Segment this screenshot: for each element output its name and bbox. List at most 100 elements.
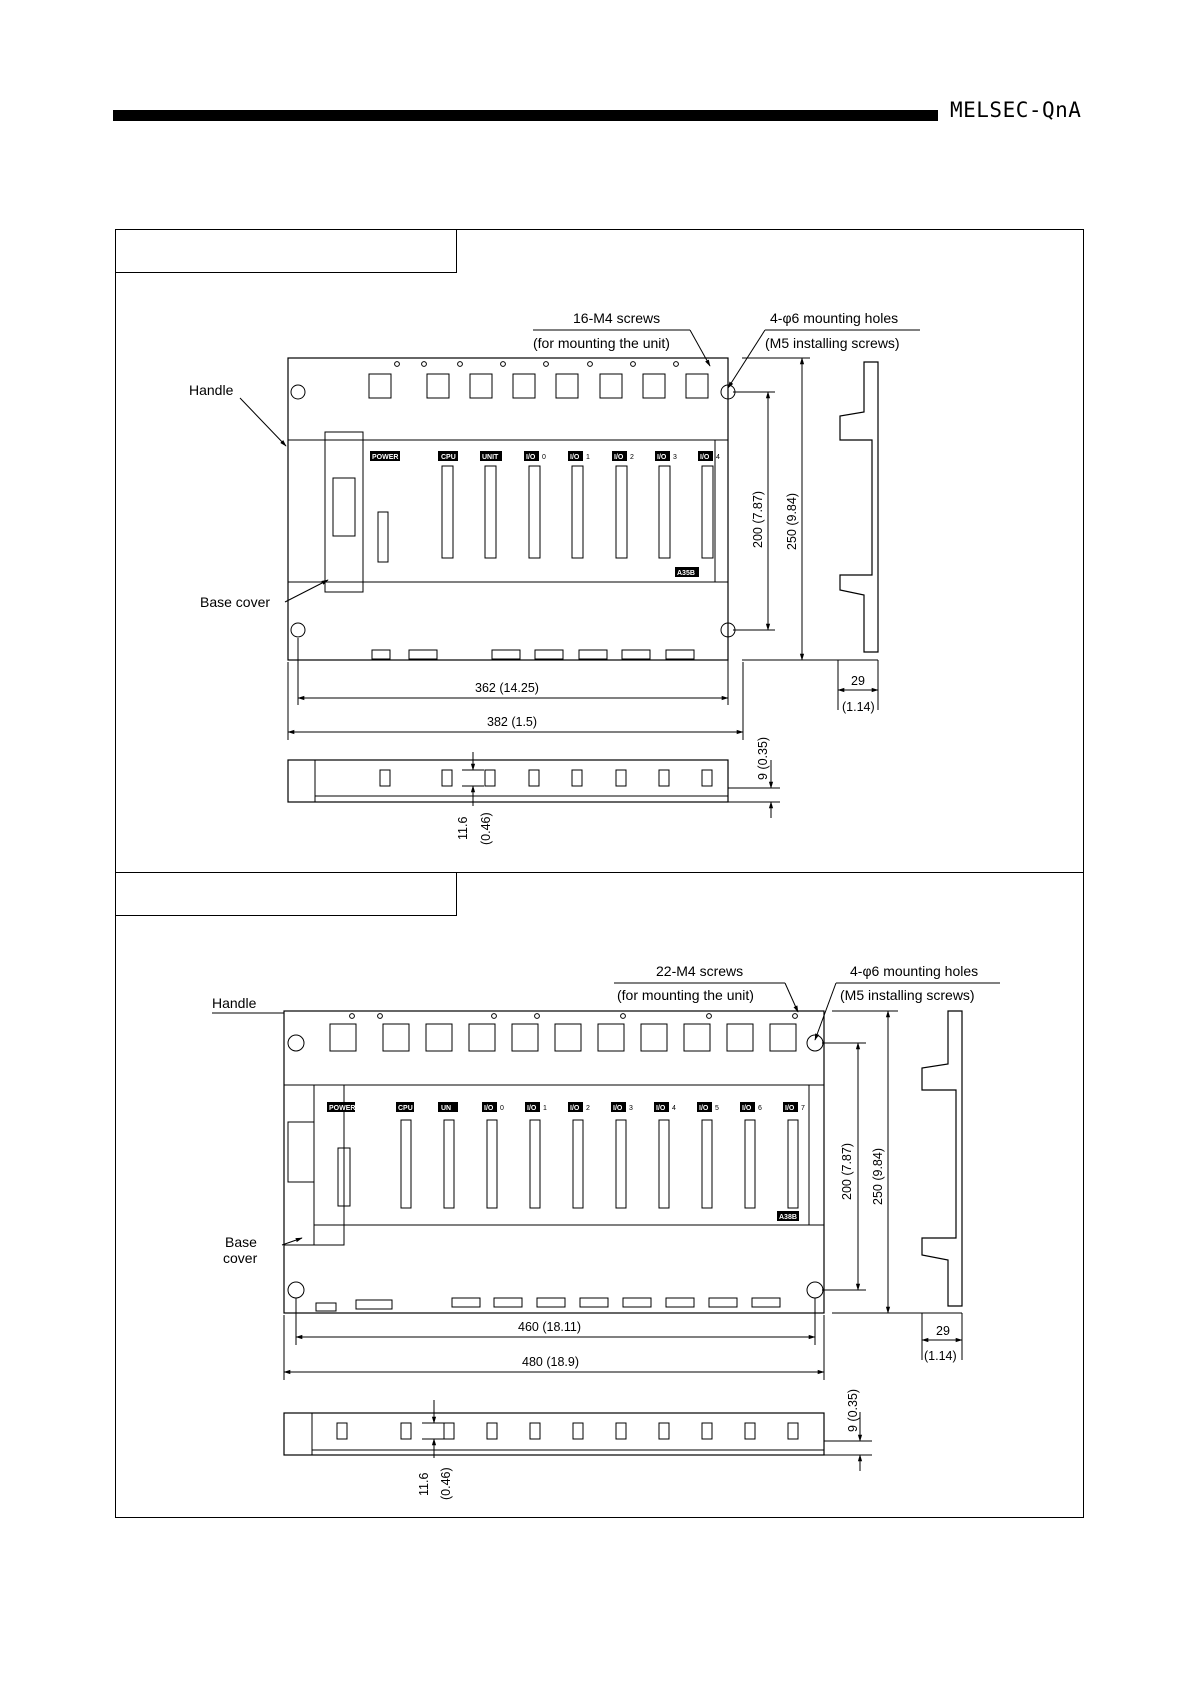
brand-title: MELSEC-QnA: [950, 98, 1082, 122]
base-unit-outline: [287, 357, 729, 661]
s2-dim-9: 9 (0.35): [846, 1389, 860, 1432]
slot-label-boxes: [370, 451, 713, 577]
section1-labels: 16-M4 screws (for mounting the unit) 4-φ…: [189, 310, 900, 845]
s2-dim-inner-width: 460 (18.11): [518, 1320, 581, 1334]
s2-dim-11-6: 11.6: [417, 1473, 431, 1496]
s2-slot-number: 6: [758, 1105, 762, 1112]
s1-holes-label: 4-φ6 mounting holes: [770, 310, 898, 326]
s1-slot-number: 0: [542, 454, 546, 461]
s1-slot-number: 3: [673, 454, 677, 461]
s1-slot-label: I/O: [700, 454, 710, 461]
s1-dim-11-6-in: (0.46): [479, 812, 493, 845]
handle-side: [287, 439, 326, 583]
leader-lines: [212, 982, 1000, 1246]
s1-slot-label: I/O: [614, 454, 624, 461]
slot-label-boxes: [327, 1102, 799, 1221]
side-view: [921, 1010, 963, 1307]
section2-drawing: [212, 982, 1000, 1471]
board-area: [324, 439, 716, 583]
screw-marks-top: [349, 1013, 798, 1019]
s2-dim-11-6-in: (0.46): [439, 1467, 453, 1500]
screw-marks-top: [394, 361, 679, 367]
s1-dim-11-6: 11.6: [456, 817, 470, 840]
top-connector-row: [329, 1023, 797, 1052]
figure-frame: [115, 229, 1084, 1518]
s1-screws-sublabel: (for mounting the unit): [533, 335, 670, 351]
s2-slot-label: I/O: [527, 1105, 537, 1112]
s1-slot-label: CPU: [441, 454, 456, 461]
s2-slot-label: I/O: [484, 1105, 494, 1112]
handle-side: [283, 1084, 315, 1246]
s2-slot-number: 1: [543, 1105, 547, 1112]
s1-dim-9: 9 (0.35): [756, 737, 770, 780]
dimension-lines: [287, 357, 879, 818]
s2-base-cover-label-1: Base: [225, 1234, 257, 1250]
s2-slot-label: UN: [441, 1105, 451, 1112]
s1-dim-outer-height: 250 (9.84): [785, 493, 799, 550]
s1-screws-label: 16-M4 screws: [573, 310, 660, 326]
s1-dim-depth-in: (1.14): [842, 700, 875, 714]
bottom-connector-row: [315, 1297, 781, 1312]
bottom-view: [283, 1412, 825, 1456]
s2-slot-number: 0: [500, 1105, 504, 1112]
s1-slot-number: 4: [716, 454, 720, 461]
leader-lines: [239, 329, 920, 603]
s2-slot-label: I/O: [570, 1105, 580, 1112]
s2-slot-label: I/O: [613, 1105, 623, 1112]
s2-slot-number: 2: [586, 1105, 590, 1112]
s2-slot-number: 7: [801, 1105, 805, 1112]
s2-holes-label: 4-φ6 mounting holes: [850, 963, 978, 979]
s2-slot-label: CPU: [398, 1105, 413, 1112]
s2-slot-number: 3: [629, 1105, 633, 1112]
s1-dim-inner-height: 200 (7.87): [751, 491, 765, 548]
s2-dim-depth-in: (1.14): [924, 1349, 957, 1363]
s2-screws-sublabel: (for mounting the unit): [617, 987, 754, 1003]
slot-connectors: [400, 1119, 799, 1209]
s2-slot-label: I/O: [742, 1105, 752, 1112]
s2-slot-label: I/O: [785, 1105, 795, 1112]
power-block: [324, 431, 364, 593]
mounting-hole-marks: [287, 1034, 824, 1299]
s1-slot-number: 2: [630, 454, 634, 461]
dimension-lines: [283, 1010, 963, 1471]
s2-slot-label: I/O: [656, 1105, 666, 1112]
s1-slot-label: POWER: [372, 454, 398, 461]
s2-slot-label: I/O: [699, 1105, 709, 1112]
s1-slot-label: I/O: [570, 454, 580, 461]
s1-slot-label: I/O: [526, 454, 536, 461]
base-unit-outline: [283, 1010, 825, 1314]
s2-dim-outer-height: 250 (9.84): [871, 1148, 885, 1205]
board-area: [313, 1084, 810, 1226]
mounting-hole-marks: [290, 384, 736, 638]
s1-dim-depth: 29: [851, 674, 865, 688]
s2-dim-depth: 29: [936, 1324, 950, 1338]
s1-model-label: A35B: [677, 570, 695, 577]
s1-slot-label: UNIT: [482, 454, 499, 461]
s1-slot-label: I/O: [657, 454, 667, 461]
s1-slot-number: 1: [586, 454, 590, 461]
s2-slot-label: POWER: [329, 1105, 355, 1112]
s2-screws-label: 22-M4 screws: [656, 963, 743, 979]
s1-dim-outer-width: 382 (1.5): [487, 715, 537, 729]
section2-labels: 22-M4 screws (for mounting the unit) 4-φ…: [212, 963, 978, 1500]
s2-dim-outer-width: 480 (18.9): [522, 1355, 579, 1369]
s2-model-label: A38B: [779, 1214, 797, 1221]
s1-dim-inner-width: 362 (14.25): [475, 681, 539, 695]
section1-drawing: [239, 329, 920, 818]
s2-holes-sublabel: (M5 installing screws): [840, 987, 975, 1003]
slot-connectors: [377, 465, 714, 563]
section1-title-box: [116, 230, 457, 273]
section2-title-box: [116, 873, 457, 916]
s2-dim-inner-height: 200 (7.87): [840, 1143, 854, 1200]
s1-holes-sublabel: (M5 installing screws): [765, 335, 900, 351]
s2-slot-number: 5: [715, 1105, 719, 1112]
side-view: [839, 361, 879, 653]
section-divider: [116, 872, 1083, 873]
header-rule: [113, 110, 938, 121]
s2-base-cover-label-2: cover: [223, 1250, 258, 1266]
s2-handle-label: Handle: [212, 995, 257, 1011]
s1-handle-label: Handle: [189, 382, 234, 398]
s1-base-cover-label: Base cover: [200, 594, 270, 610]
top-connector-row: [368, 373, 709, 399]
